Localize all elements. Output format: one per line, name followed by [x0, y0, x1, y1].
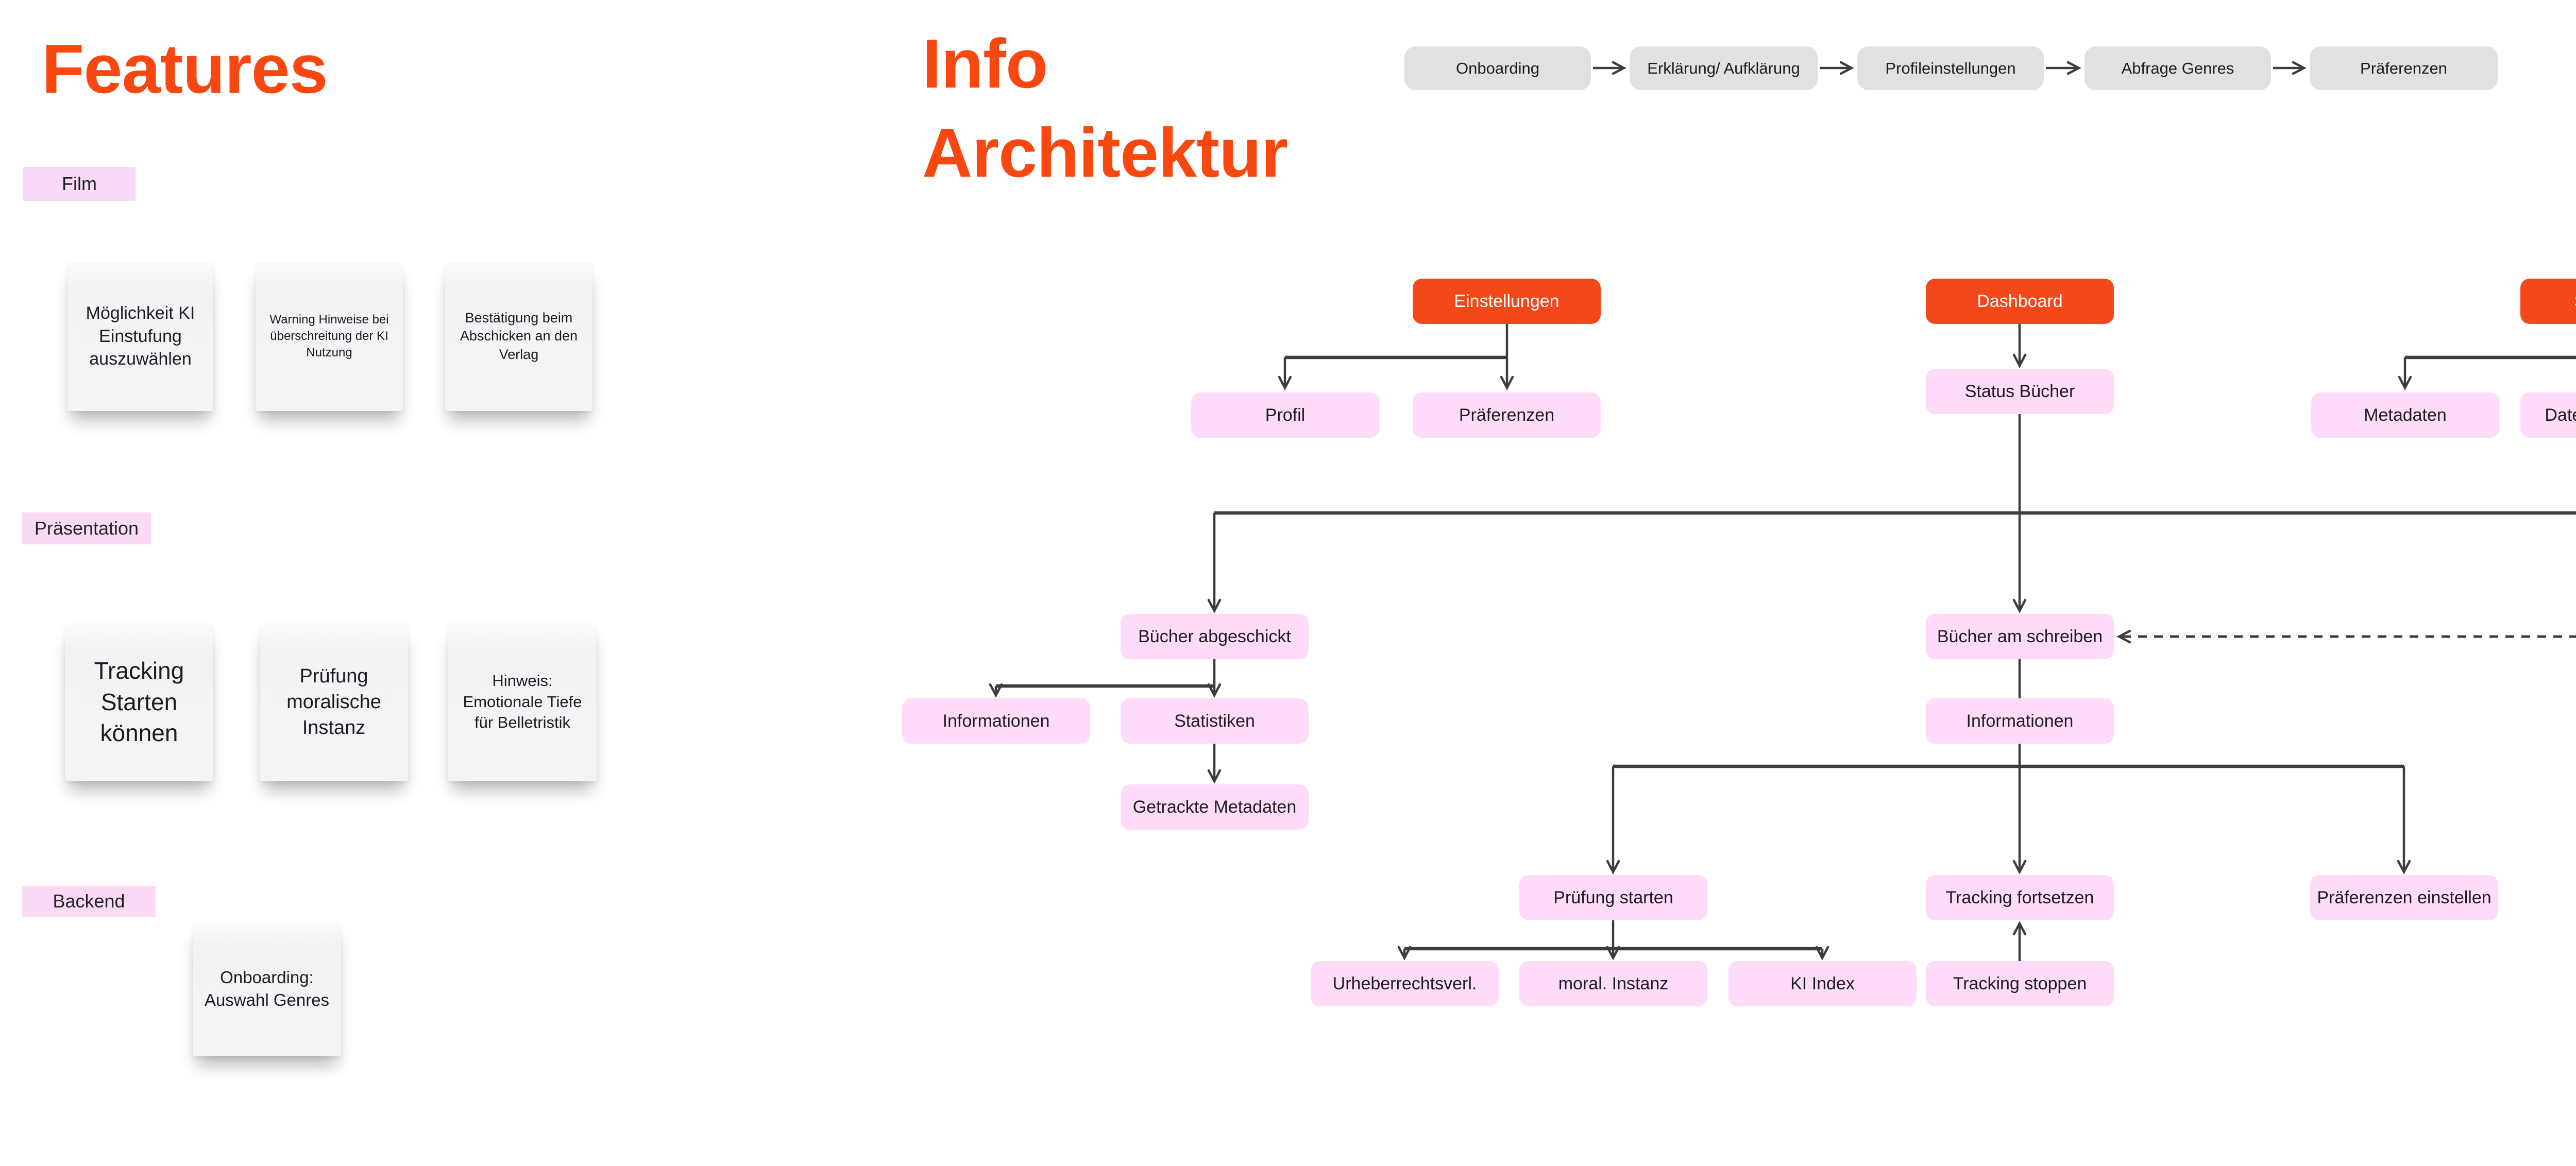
node-statistiken[interactable]: Statistiken: [2520, 279, 2576, 324]
sticky-note-warning-hinweise[interactable]: Warning Hinweise bei überschreitung der …: [256, 262, 403, 411]
node-informationen-links[interactable]: Informationen: [902, 698, 1090, 744]
flow-chip-onboarding[interactable]: Onboarding: [1404, 46, 1591, 90]
node-dashboard[interactable]: Dashboard: [1926, 279, 2114, 324]
section-tag-backend[interactable]: Backend: [22, 886, 156, 917]
sticky-note-pruefung-moralisch[interactable]: Prüfung moralische Instanz: [260, 623, 408, 781]
section-tag-film[interactable]: Film: [23, 167, 135, 201]
node-praeferenzen-einstellen[interactable]: Präferenzen einstellen: [2310, 875, 2498, 920]
sticky-note-tracking-starten[interactable]: Tracking Starten können: [65, 623, 213, 781]
node-tracking-fortsetzen[interactable]: Tracking fortsetzen: [1926, 875, 2114, 920]
sticky-note-hinweis-emotionale-tiefe[interactable]: Hinweis: Emotionale Tiefe für Belletrist…: [448, 623, 597, 781]
section-tag-praesentation[interactable]: Präsentation: [22, 512, 151, 544]
node-statistiken-buch[interactable]: Statistiken: [1121, 698, 1309, 744]
node-getrackte-metadaten[interactable]: Getrackte Metadaten: [1121, 784, 1309, 830]
node-status-buecher[interactable]: Status Bücher: [1926, 369, 2114, 414]
flow-chip-profileinstellungen[interactable]: Profileinstellungen: [1857, 46, 2044, 90]
sticky-note-ki-einstufung[interactable]: Möglichkeit KI Einstufung auszuwählen: [67, 262, 213, 411]
flow-chip-abfrage-genres[interactable]: Abfrage Genres: [2084, 46, 2271, 90]
node-ki-index-pruefung[interactable]: KI Index: [1728, 961, 1917, 1006]
node-moral-instanz[interactable]: moral. Instanz: [1519, 961, 1707, 1006]
sticky-note-onboarding-genres[interactable]: Onboarding: Auswahl Genres: [193, 922, 341, 1056]
node-einstellungen[interactable]: Einstellungen: [1413, 279, 1601, 324]
features-title: Features: [42, 30, 328, 108]
info-architektur-title: Info Architektur: [922, 25, 1288, 192]
node-urheberrechtsverl[interactable]: Urheberrechtsverl.: [1311, 961, 1499, 1006]
node-buecher-abgeschickt[interactable]: Bücher abgeschickt: [1121, 614, 1309, 659]
node-pruefung-starten[interactable]: Prüfung starten: [1519, 875, 1707, 920]
node-metadaten[interactable]: Metadaten: [2311, 392, 2499, 438]
flow-chip-praeferenzen[interactable]: Präferenzen: [2310, 46, 2498, 90]
node-informationen-mitte[interactable]: Informationen: [1926, 698, 2114, 744]
node-praeferenzen[interactable]: Präferenzen: [1413, 392, 1601, 438]
node-tracking-stoppen[interactable]: Tracking stoppen: [1926, 961, 2114, 1006]
sticky-note-bestaetigung-verlag[interactable]: Bestätigung beim Abschicken an den Verla…: [445, 262, 592, 411]
node-profil[interactable]: Profil: [1191, 392, 1379, 438]
node-buecher-am-schreiben[interactable]: Bücher am schreiben: [1926, 614, 2114, 659]
node-datentransparenz[interactable]: Datentransparenz: [2520, 392, 2576, 438]
flow-chip-erklaerung-aufklaerung[interactable]: Erklärung/ Aufklärung: [1630, 46, 1818, 90]
